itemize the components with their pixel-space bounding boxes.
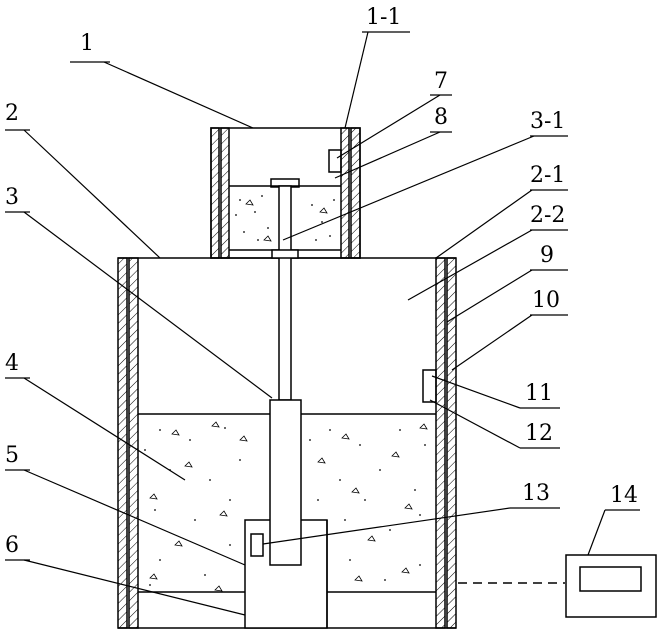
label-9: 9 [540,243,554,268]
main-cylinder [118,186,456,628]
label-11: 11 [525,381,553,406]
upper-wall-right-outer [351,128,360,258]
base-sensor-13 [251,534,263,556]
label-10: 10 [532,288,560,313]
label-7: 7 [434,69,448,94]
label-12: 12 [525,421,553,446]
main-wall-right-outer [447,258,456,628]
label-1-1: 1-1 [366,5,401,30]
rod-guide [272,250,298,258]
upper-wall-right-inner [341,128,349,258]
main-sensor-11 [423,370,436,402]
label-2-2: 2-2 [530,203,565,228]
data-logger [458,555,656,617]
label-3: 3 [5,185,19,210]
label-4: 4 [5,351,19,376]
label-8: 8 [434,105,448,130]
label-3-1: 3-1 [530,109,565,134]
push-rod [279,186,291,400]
upper-wall-left-inner [221,128,229,258]
upper-wall-left-outer [211,128,219,258]
main-wall-left-inner [129,258,138,628]
logger-display [580,567,641,591]
main-wall-right-inner [436,258,445,628]
label-1: 1 [80,31,94,56]
label-5: 5 [5,443,19,468]
label-14: 14 [610,483,638,508]
labels: 1 1-1 7 8 2 3-1 3 2-1 2-2 9 10 4 11 12 5… [5,5,638,558]
label-13: 13 [522,481,550,506]
label-6: 6 [5,533,19,558]
upper-sensor-7 [329,150,341,172]
label-2: 2 [5,101,19,126]
label-2-1: 2-1 [530,163,565,188]
